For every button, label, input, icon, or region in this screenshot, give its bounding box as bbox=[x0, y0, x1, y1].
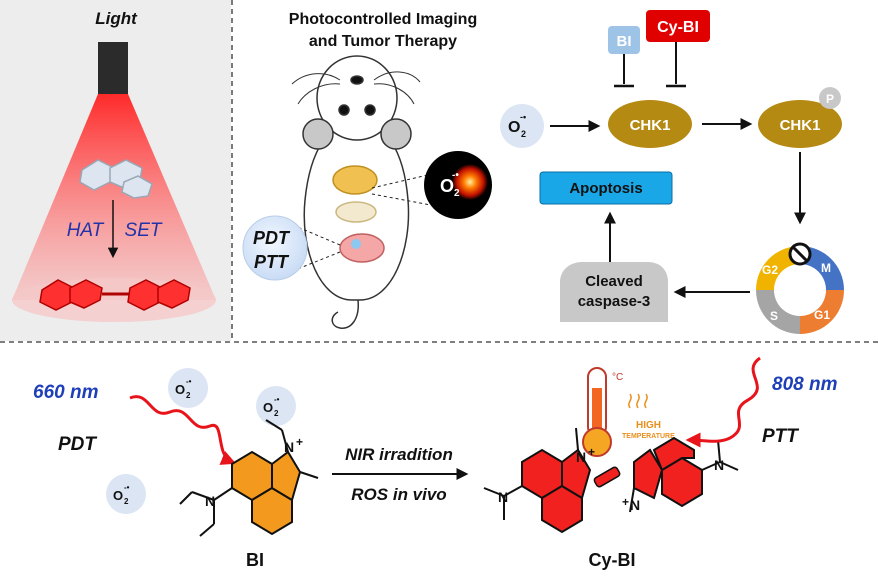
imaging-title-line1: Photocontrolled Imaging bbox=[289, 11, 477, 28]
cycle-m-label: M bbox=[821, 261, 831, 275]
superoxide-pathway-label: O bbox=[508, 119, 520, 136]
cybi-n3-label: N bbox=[498, 489, 508, 505]
o2-bubble-3: O 2 -• bbox=[106, 474, 146, 514]
imaging-title-line2: and Tumor Therapy bbox=[309, 33, 457, 50]
wavelength-660-label: 660 nm bbox=[33, 382, 99, 403]
bottom-pdt-label: PDT bbox=[58, 434, 97, 455]
laser-660-arrow bbox=[129, 395, 237, 465]
molecule-precursor-icon bbox=[79, 159, 153, 199]
pathway-panel: BI Cy-BI O 2 -• CHK1 P CHK1 M G1 bbox=[500, 10, 844, 334]
cycle-s-label: S bbox=[770, 309, 778, 323]
set-label: SET bbox=[125, 220, 163, 241]
imaging-ptt-label: PTT bbox=[254, 252, 290, 272]
imaging-panel: Photocontrolled Imaging and Tumor Therap… bbox=[242, 11, 492, 329]
molecule-product-icon bbox=[39, 279, 191, 311]
apoptosis-label: Apoptosis bbox=[569, 180, 642, 197]
caspase-box bbox=[560, 262, 668, 322]
chk1-label: CHK1 bbox=[630, 117, 671, 134]
cybi-inhibitor-box bbox=[646, 10, 710, 42]
superoxide-imaging-label: O bbox=[440, 176, 454, 196]
chk1-node bbox=[608, 100, 692, 148]
o2-2-sup: -• bbox=[274, 395, 280, 404]
o2-2-sub: 2 bbox=[274, 409, 279, 418]
bi-molecule-icon: N + N bbox=[179, 419, 319, 537]
thermometer-icon: °C HIGH TEMPERATURE bbox=[582, 367, 675, 457]
block-icon bbox=[788, 242, 812, 266]
cycle-g2-label: G2 bbox=[762, 263, 778, 277]
o2-3-sub: 2 bbox=[124, 497, 129, 506]
light-panel: Light HAT SET bbox=[0, 0, 231, 341]
temp-unit-label: °C bbox=[612, 372, 623, 383]
cybi-molecule-label: Cy-BI bbox=[588, 550, 635, 570]
apoptosis-box bbox=[539, 171, 673, 205]
cell-cycle-donut: M G1 S G2 bbox=[756, 242, 844, 334]
superoxide-pathway-icon bbox=[500, 104, 544, 148]
cybi-inhibitor-label: Cy-BI bbox=[657, 19, 699, 36]
cybi-n2-label: N bbox=[630, 497, 640, 513]
cybi-molecule-icon: N + N + N N bbox=[483, 427, 739, 534]
bi-inhibitor-box bbox=[608, 26, 640, 54]
bottom-ptt-label: PTT bbox=[762, 426, 799, 447]
chk1-phospho-node bbox=[758, 100, 842, 148]
o2-1-sub: 2 bbox=[186, 391, 191, 400]
lamp-icon bbox=[98, 42, 128, 94]
light-beam bbox=[12, 94, 216, 300]
panel-dividers bbox=[0, 0, 878, 343]
temperature-label: TEMPERATURE bbox=[622, 433, 675, 440]
bi-molecule-label: BI bbox=[246, 550, 264, 570]
mouse-icon bbox=[291, 55, 421, 329]
superoxide-pathway-sub: 2 bbox=[521, 129, 526, 139]
bi-inhibitor-label: BI bbox=[617, 33, 632, 50]
chk1-phospho-label: CHK1 bbox=[780, 117, 821, 134]
caspase-line1: Cleaved bbox=[585, 273, 643, 290]
cybi-n4-label: N bbox=[714, 457, 724, 473]
superoxide-imaging-sup: -• bbox=[452, 170, 459, 181]
tumor-cells-icon bbox=[242, 215, 308, 281]
o2-3-sup: -• bbox=[124, 483, 130, 492]
superoxide-imaging-sub: 2 bbox=[454, 188, 460, 199]
cybi-n1-label: N bbox=[576, 449, 586, 465]
o2-1-sup: -• bbox=[186, 377, 192, 386]
superoxide-pathway-sup: -• bbox=[520, 112, 526, 122]
bi-n2-label: N bbox=[205, 493, 215, 509]
wavelength-808-label: 808 nm bbox=[772, 374, 838, 395]
phospho-label: P bbox=[826, 92, 834, 106]
o2-2-label: O bbox=[263, 400, 273, 415]
phospho-badge bbox=[819, 87, 841, 109]
o2-bubble-1: O 2 -• bbox=[168, 368, 208, 408]
bi-n-label: N bbox=[284, 439, 294, 455]
bi-plus-label: + bbox=[296, 435, 303, 449]
ros-label: ROS in vivo bbox=[351, 485, 446, 504]
o2-3-label: O bbox=[113, 488, 123, 503]
cybi-plus1-label: + bbox=[588, 445, 595, 459]
hat-label: HAT bbox=[67, 220, 105, 241]
nir-label: NIR irradition bbox=[345, 445, 453, 464]
high-label: HIGH bbox=[636, 420, 661, 431]
light-title: Light bbox=[95, 9, 138, 28]
cycle-g1-label: G1 bbox=[814, 308, 830, 322]
o2-bubble-2: O 2 -• bbox=[256, 386, 296, 426]
cybi-plus2-label: + bbox=[622, 495, 629, 509]
o2-1-label: O bbox=[175, 382, 185, 397]
caspase-line2: caspase-3 bbox=[578, 293, 651, 310]
laser-808-arrow bbox=[685, 356, 761, 448]
bottom-panel: 660 nm PDT O 2 -• O 2 -• O 2 -• bbox=[33, 356, 838, 570]
imaging-pdt-label: PDT bbox=[253, 228, 291, 248]
